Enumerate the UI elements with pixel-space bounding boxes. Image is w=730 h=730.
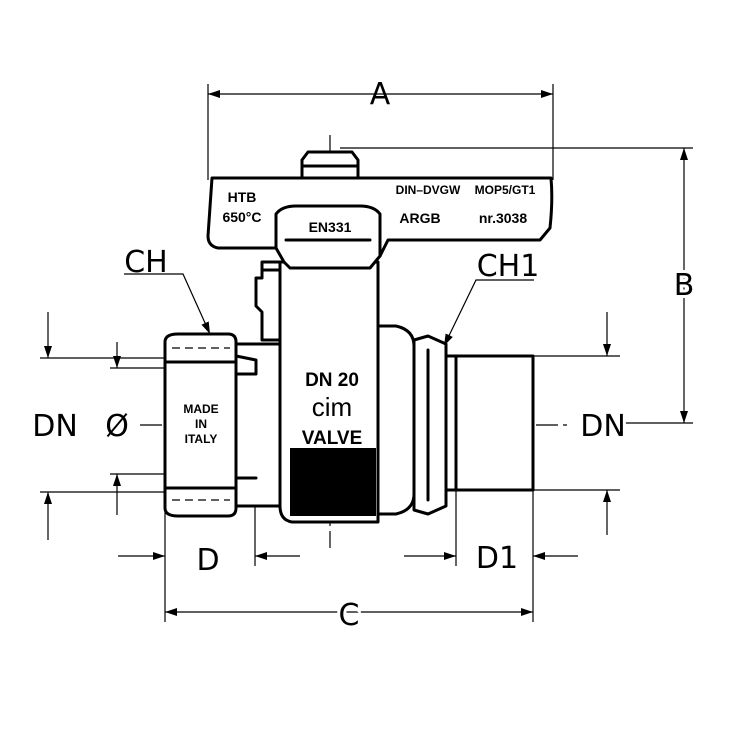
handle-htb-label: HTB: [228, 189, 257, 205]
nut-italy-label: ITALY: [185, 432, 218, 446]
handle-temp-label: 650°C: [222, 209, 261, 225]
dimension-label-d: D: [196, 543, 219, 578]
dimension-lines: [40, 84, 693, 622]
dimension-label-a: A: [370, 77, 391, 112]
nut-markings: MADE IN ITALY: [183, 402, 218, 446]
handle-argb-label: ARGB: [399, 210, 440, 226]
handle-markings: HTB 650°C EN331 DIN–DVGW MOP5/GT1 ARGB n…: [222, 183, 535, 235]
handle-number-label: nr.3038: [479, 210, 527, 226]
dimension-label-diameter: Ø: [105, 409, 129, 444]
handle-approval-label: DIN–DVGW: [396, 183, 461, 197]
handle-mop-label: MOP5/GT1: [475, 183, 536, 197]
body-size-label: DN 20: [305, 370, 359, 391]
dimension-label-b: B: [674, 268, 695, 303]
handle-standard-label: EN331: [309, 219, 352, 235]
dimension-label-dn-right: DN: [580, 409, 626, 444]
dimension-label-c: C: [339, 598, 360, 633]
valve-body: [163, 150, 535, 524]
dimension-labels: A B C D D1 CH CH1 DN Ø DN: [29, 77, 697, 636]
valve-handle: [206, 176, 554, 270]
body-brand-label: cim: [312, 392, 352, 422]
nut-in-label: IN: [195, 417, 207, 431]
body-markings: DN 20 cim VALVE: [302, 370, 363, 449]
dimension-label-ch1: CH1: [477, 249, 540, 284]
nut-made-label: MADE: [183, 402, 218, 416]
dimension-label-dn-left: DN: [32, 409, 78, 444]
dimension-label-ch: CH: [124, 245, 168, 280]
body-word-label: VALVE: [302, 428, 363, 449]
dimension-label-d1: D1: [476, 541, 518, 576]
